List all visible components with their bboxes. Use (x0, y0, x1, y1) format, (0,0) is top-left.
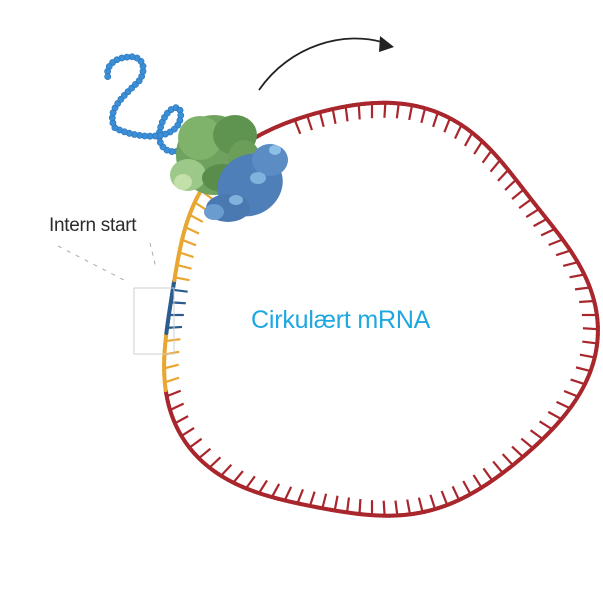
nucleotide-tick (174, 276, 190, 282)
mrna-backbone (162, 100, 600, 518)
nucleotide-tick (180, 426, 195, 437)
nucleotide-tick (258, 479, 268, 494)
nucleotide-tick (166, 325, 183, 329)
nucleotide-tick (345, 497, 351, 513)
nucleotide-tick (501, 453, 514, 466)
nucleotide-tick (308, 491, 316, 507)
nucleotide-tick (547, 410, 562, 421)
nucleotide-tick (429, 494, 437, 510)
circular-mrna-label: Cirkulært mRNA (251, 306, 431, 334)
nucleotide-tick (463, 132, 474, 147)
nucleotide-tick (181, 238, 197, 247)
nucleotide-tick (321, 493, 328, 509)
nucleotide-tick (164, 376, 180, 384)
nucleotide-tick (462, 480, 472, 495)
nucleotide-tick (318, 111, 325, 127)
ribosome (170, 115, 288, 222)
nucleotide-tick (232, 470, 244, 484)
nucleotide-tick (473, 140, 484, 155)
nucleotide-tick (511, 188, 525, 200)
nucleotide-tick (579, 299, 595, 304)
nucleotide-tick (533, 217, 548, 228)
peptide-chain (104, 53, 194, 155)
nucleotide-tick (420, 107, 427, 124)
nucleotide-tick (472, 474, 483, 489)
nucleotide-tick (169, 402, 185, 412)
ribosome-small-subunit (204, 144, 288, 222)
nucleotide-tick (440, 490, 449, 506)
nucleotide-tick (358, 498, 362, 515)
nucleotide-tick (540, 228, 556, 237)
nucleotide-tick (451, 485, 461, 501)
nucleotide-tick (172, 288, 188, 293)
nucleotide-tick (270, 483, 281, 498)
nucleotide-tick (556, 400, 571, 410)
nucleotide-tick (579, 353, 595, 359)
nucleotide-tick (555, 249, 571, 257)
nucleotide-tick (189, 213, 204, 223)
nucleotide-tick (518, 198, 532, 210)
nucleotide-tick (166, 389, 182, 398)
ires-pointer (57, 242, 175, 355)
nucleotide-tick (582, 340, 598, 345)
nucleotide-tick (306, 115, 313, 131)
nucleotide-tick (165, 338, 181, 343)
nucleotide-tick (333, 495, 339, 511)
nucleotide-tick (245, 475, 256, 490)
nucleotide-tick (293, 119, 302, 135)
nucleotide-tick (563, 390, 579, 398)
nucleotide-tick (481, 149, 493, 164)
nucleotide-tick (178, 251, 194, 259)
nucleotide-tick (176, 263, 192, 270)
translation-direction-arrow (258, 36, 394, 91)
nucleotide-tick (582, 327, 598, 331)
nucleotide-tick (408, 105, 414, 121)
nucleotide-tick (482, 467, 494, 482)
nucleotide-tick (443, 117, 451, 133)
nucleotide-tick (574, 286, 591, 291)
nucleotide-tick (357, 104, 361, 120)
nucleotide-tick (188, 437, 203, 449)
nucleotide-tick (174, 415, 189, 425)
nucleotide-tick (520, 437, 534, 449)
nucleotide-tick (382, 500, 386, 516)
nucleotide-tick (208, 456, 222, 469)
nucleotide-tick (184, 226, 200, 235)
nucleotide-tick (170, 301, 186, 305)
nucleotide-tick (220, 464, 233, 477)
nucleotide-tick (562, 261, 578, 267)
nucleotide-tick (548, 238, 564, 247)
nucleotide-tick (344, 106, 349, 122)
nucleotide-tick (525, 208, 540, 219)
nucleotide-tick (198, 447, 212, 460)
nucleotide-tick (296, 488, 304, 504)
nucleotide-tick (504, 178, 517, 191)
nucleotide-tick (497, 169, 510, 182)
nucleotide-tick (489, 159, 501, 173)
nucleotide-tick (394, 500, 399, 516)
nucleotide-tick (492, 460, 504, 474)
amino-acid-bead (104, 73, 112, 81)
nucleotide-tick (417, 497, 424, 513)
nucleotide-tick (331, 108, 337, 124)
ires-label: Intern start (49, 215, 137, 236)
nucleotide-tick (454, 124, 463, 140)
nucleotide-tick (575, 366, 591, 373)
nucleotide-tick (432, 112, 439, 128)
mrna-backbone-segment (594, 309, 599, 317)
nucleotide-tick (406, 499, 412, 515)
nucleotide-tick (569, 273, 585, 279)
nucleotide-tick (570, 378, 586, 386)
nucleotide-tick (529, 429, 544, 440)
nucleotide-tick (395, 103, 400, 119)
nucleotide-tick (383, 102, 387, 118)
nucleotide-tick (538, 420, 553, 431)
nucleotide-tick (283, 486, 293, 501)
nucleotide-tick (163, 363, 179, 370)
nucleotide-tick (511, 445, 524, 458)
